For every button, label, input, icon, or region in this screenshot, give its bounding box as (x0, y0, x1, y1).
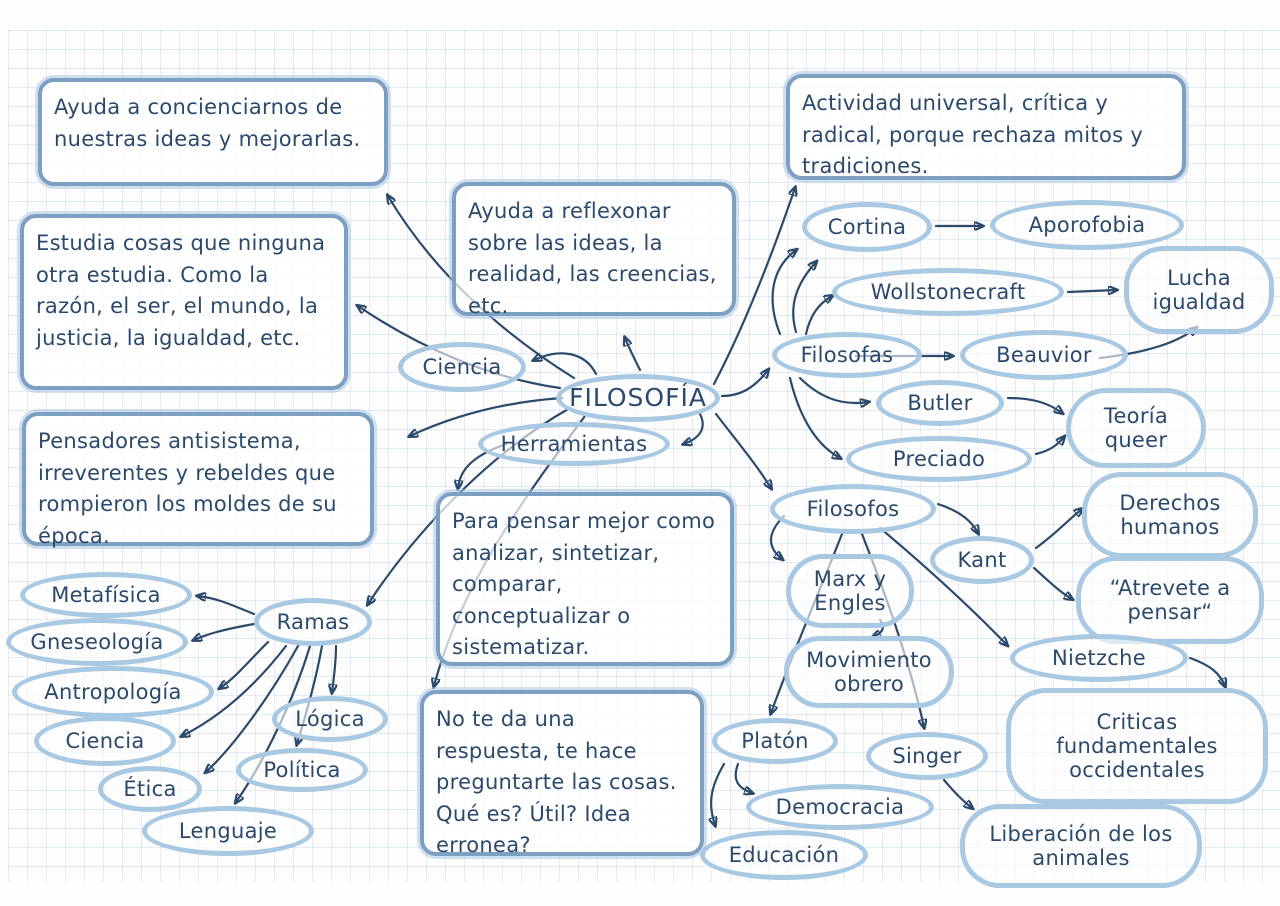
node-butler: Butler (876, 380, 1004, 426)
node-lucha-igualdad: Lucha igualdad (1124, 246, 1274, 334)
node-beauvior: Beauvior (960, 330, 1128, 380)
node-preciado: Preciado (846, 436, 1032, 482)
edge-nietzche-criticas (1188, 656, 1225, 686)
edge-platon-democracia (734, 762, 752, 793)
node-lenguaje: Lenguaje (142, 806, 314, 856)
node-liberacion-animales: Liberación de los animales (960, 804, 1202, 888)
edge-butler-teoria (1006, 396, 1062, 413)
node-filosofos: Filosofos (770, 484, 936, 534)
node-ramas: Ramas (254, 598, 372, 646)
edge-filosofia-ciencia (534, 352, 598, 376)
node-criticas-occidentales: Criticas fundamentales occidentales (1006, 688, 1268, 804)
edge-ramas-gneseologia (194, 622, 256, 640)
node-wollstonecraft: Wollstonecraft (832, 268, 1064, 316)
edge-filosofos-kant (936, 502, 978, 533)
node-educacion: Educación (700, 830, 868, 880)
node-cortina: Cortina (802, 202, 932, 252)
edge-filosofas-wollstonecraft (804, 296, 832, 336)
note-ayuda-concienciarnos: Ayuda a concienciarnos de nuestras ideas… (38, 78, 388, 186)
edge-ramas-antropologia (220, 640, 270, 688)
node-filosofia: FILOSOFÍA (556, 374, 720, 422)
node-filosofas: Filosofas (772, 332, 922, 378)
note-para-pensar: Para pensar mejor como analizar, sinteti… (436, 492, 734, 666)
edge-wollstonecraft-lucha (1066, 290, 1116, 292)
edge-filosofas-butler (798, 376, 868, 403)
node-atrevete-a-pensar: “Atrevete a pensar“ (1076, 556, 1264, 644)
node-gneseologia: Gneseología (6, 618, 188, 666)
edge-filosofia-filosofos (714, 412, 771, 488)
node-metafisica: Metafísica (20, 572, 192, 618)
node-marx-y-engles: Marx y Engles (786, 554, 914, 628)
edge-filosofia-reflexonar (625, 338, 642, 372)
node-derechos-humanos: Derechos humanos (1082, 472, 1258, 558)
edge-filosofas-preciado (788, 376, 840, 458)
node-antropologia: Antropología (12, 666, 214, 718)
edge-filosofas-cortina-b (792, 262, 816, 334)
node-aporofobia: Aporofobia (990, 200, 1184, 250)
node-ciencia: Ciencia (398, 342, 526, 392)
edge-filosofia-herramientas (684, 412, 704, 444)
note-no-te-da: No te da una respuesta, te hace pregunta… (420, 690, 704, 857)
node-singer: Singer (866, 732, 988, 780)
node-democracia: Democracia (746, 784, 934, 830)
edge-ramas-logica (332, 644, 336, 692)
node-platon: Platón (712, 718, 838, 764)
edge-platon-educacion (711, 762, 726, 825)
node-nietzche: Nietzche (1010, 634, 1188, 682)
edge-ramas-metafisica (198, 596, 256, 616)
node-kant: Kant (930, 536, 1034, 584)
edge-filosofas-cortina-a (771, 250, 796, 336)
node-logica: Lógica (272, 696, 388, 742)
note-pensadores: Pensadores antisistema, irreverentes y r… (22, 412, 374, 548)
edge-preciado-teoria (1034, 437, 1064, 456)
note-ayuda-reflexonar: Ayuda a reflexonar sobre las ideas, la r… (452, 182, 736, 318)
node-movimiento-obrero: Movimiento obrero (784, 636, 954, 708)
node-politica: Política (236, 748, 368, 792)
note-estudia-cosas: Estudia cosas que ninguna otra estudia. … (20, 214, 348, 390)
edge-filosofia-filosofas (720, 370, 768, 398)
node-etica: Ética (98, 766, 202, 812)
edge-kant-derechos (1034, 509, 1082, 550)
edge-singer-liberacion (942, 778, 972, 808)
node-herramientas: Herramientas (478, 422, 670, 466)
note-actividad-universal: Actividad universal, crítica y radical, … (786, 74, 1186, 180)
node-ciencia-rama: Ciencia (34, 716, 176, 766)
edge-kant-atrevete (1032, 566, 1072, 599)
node-teoria-queer: Teoría queer (1066, 388, 1206, 468)
